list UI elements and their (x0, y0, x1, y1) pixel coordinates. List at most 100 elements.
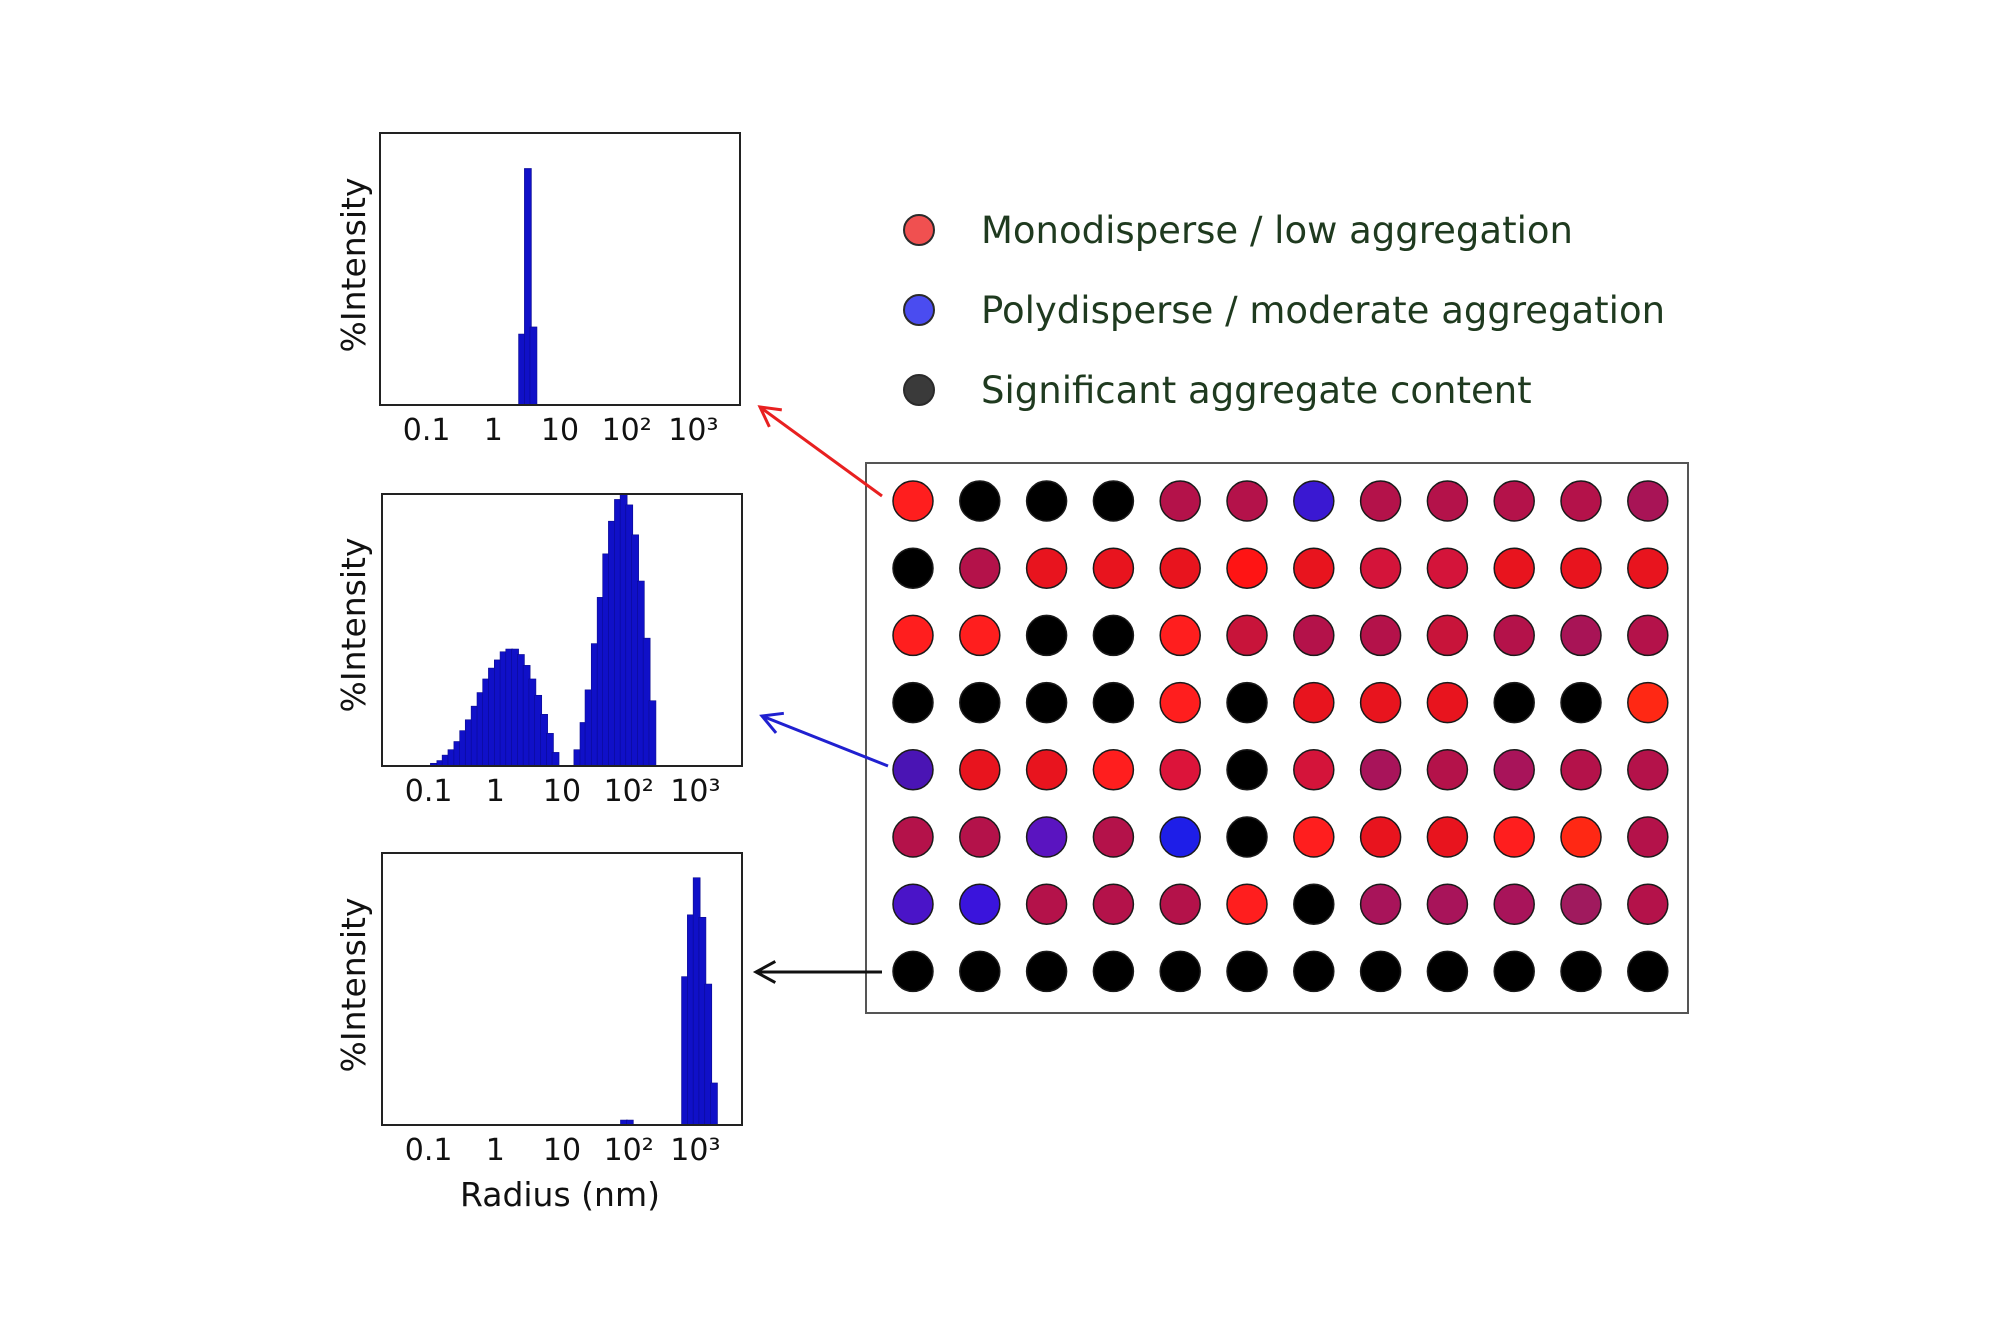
well-r7-c5 (1159, 883, 1201, 925)
x-tick-label: 0.1 (405, 1133, 453, 1168)
histogram-bar (648, 700, 657, 767)
well-r6-c4 (1092, 816, 1135, 858)
well-r5-c10 (1493, 749, 1535, 791)
well-r1-c5 (1159, 480, 1201, 522)
legend-label-aggregate: Significant aggregate content (981, 369, 1532, 412)
x-tick-label: 1 (486, 1133, 505, 1168)
legend-label-polydisperse: Polydisperse / moderate aggregation (981, 289, 1666, 332)
well-r2-c9 (1426, 547, 1469, 589)
well-r4-c8 (1359, 681, 1402, 724)
well-r8-c10 (1493, 950, 1535, 993)
legend-marker-polydisperse (903, 294, 935, 326)
legend-item-aggregate: Significant aggregate content (895, 363, 1695, 443)
well-r4-c11 (1560, 681, 1602, 724)
well-r3-c8 (1359, 614, 1402, 657)
well-r6-c10 (1493, 816, 1535, 858)
y-axis-label-bottom: %Intensity (334, 897, 373, 1073)
well-r5-c4 (1092, 749, 1135, 791)
well-r7-c11 (1560, 883, 1602, 925)
histogram-bar (551, 752, 560, 767)
well-r2-c10 (1493, 547, 1535, 589)
plate-frame (865, 462, 1689, 1014)
well-r6-c5 (1159, 816, 1201, 858)
well-r1-c11 (1560, 480, 1602, 522)
y-axis-label-top: %Intensity (334, 177, 373, 353)
well-r8-c8 (1359, 950, 1402, 993)
arrow-head (752, 960, 777, 984)
well-r4-c2 (959, 681, 1001, 724)
well-r2-c11 (1560, 547, 1602, 589)
well-r8-c6 (1226, 950, 1268, 993)
well-r1-c1 (892, 480, 934, 522)
arrow-head (759, 711, 785, 734)
well-r5-c1 (892, 749, 934, 791)
well-r5-c8 (1359, 749, 1402, 791)
x-tick-label: 10 (541, 413, 579, 448)
well-r8-c2 (959, 950, 1001, 993)
well-r6-c1 (892, 816, 934, 858)
x-tick-label: 10² (602, 413, 652, 448)
well-r1-c9 (1426, 480, 1469, 522)
well-r5-c7 (1293, 749, 1335, 791)
x-tick-label: 1 (486, 774, 505, 809)
well-r3-c12 (1627, 614, 1669, 657)
x-tick-label: 10³ (668, 413, 718, 448)
plot-frame (381, 493, 743, 767)
well-r8-c12 (1627, 950, 1669, 993)
x-tick-label: 10 (543, 774, 581, 809)
well-r1-c10 (1493, 480, 1535, 522)
well-r8-c9 (1426, 950, 1469, 993)
well-r7-c2 (959, 883, 1001, 925)
x-tick-label: 10² (604, 1133, 654, 1168)
well-r6-c2 (959, 816, 1001, 858)
y-axis-label-middle: %Intensity (334, 537, 373, 713)
plot-frame (379, 132, 741, 406)
well-r8-c5 (1159, 950, 1201, 993)
well-r3-c9 (1426, 614, 1469, 657)
well-r8-c1 (892, 950, 934, 993)
arrow-polydisperse (759, 711, 889, 768)
well-r4-c9 (1426, 681, 1469, 724)
well-r2-c7 (1293, 547, 1335, 589)
well-r4-c1 (892, 681, 934, 724)
x-axis-label: Radius (nm) (460, 1175, 660, 1214)
well-r7-c9 (1426, 883, 1469, 925)
x-tick-label: 0.1 (405, 774, 453, 809)
well-r1-c8 (1359, 480, 1402, 522)
well-r3-c11 (1560, 614, 1602, 657)
plot-frame (381, 852, 743, 1126)
well-r7-c10 (1493, 883, 1535, 925)
well-r1-c3 (1025, 480, 1068, 522)
well-r2-c6 (1226, 547, 1268, 589)
arrow-shaft (759, 405, 883, 498)
well-r2-c8 (1359, 547, 1402, 589)
well-r4-c6 (1226, 681, 1268, 724)
legend-label-monodisperse: Monodisperse / low aggregation (981, 209, 1573, 252)
well-r2-c3 (1025, 547, 1068, 589)
arrow-shaft (761, 714, 889, 768)
histogram-bar (529, 326, 538, 406)
x-tick-label: 10³ (670, 774, 720, 809)
arrow-monodisperse (757, 405, 883, 498)
well-r3-c2 (959, 614, 1001, 657)
well-r5-c6 (1226, 749, 1268, 791)
x-tick-label: 0.1 (403, 413, 451, 448)
legend-item-polydisperse: Polydisperse / moderate aggregation (895, 283, 1695, 363)
well-r5-c3 (1025, 749, 1068, 791)
well-r6-c3 (1025, 816, 1068, 858)
x-tick-label: 10³ (670, 1133, 720, 1168)
well-r6-c12 (1627, 816, 1669, 858)
well-r2-c1 (892, 547, 934, 589)
histogram-bar (710, 1082, 718, 1126)
well-r7-c4 (1092, 883, 1135, 925)
well-r3-c7 (1293, 614, 1335, 657)
well-r3-c4 (1092, 614, 1135, 657)
well-r4-c7 (1293, 681, 1335, 724)
legend-marker-monodisperse (903, 214, 935, 246)
well-r1-c4 (1092, 480, 1135, 522)
well-r6-c6 (1226, 816, 1268, 858)
well-r4-c12 (1627, 681, 1669, 724)
well-r2-c2 (959, 547, 1001, 589)
